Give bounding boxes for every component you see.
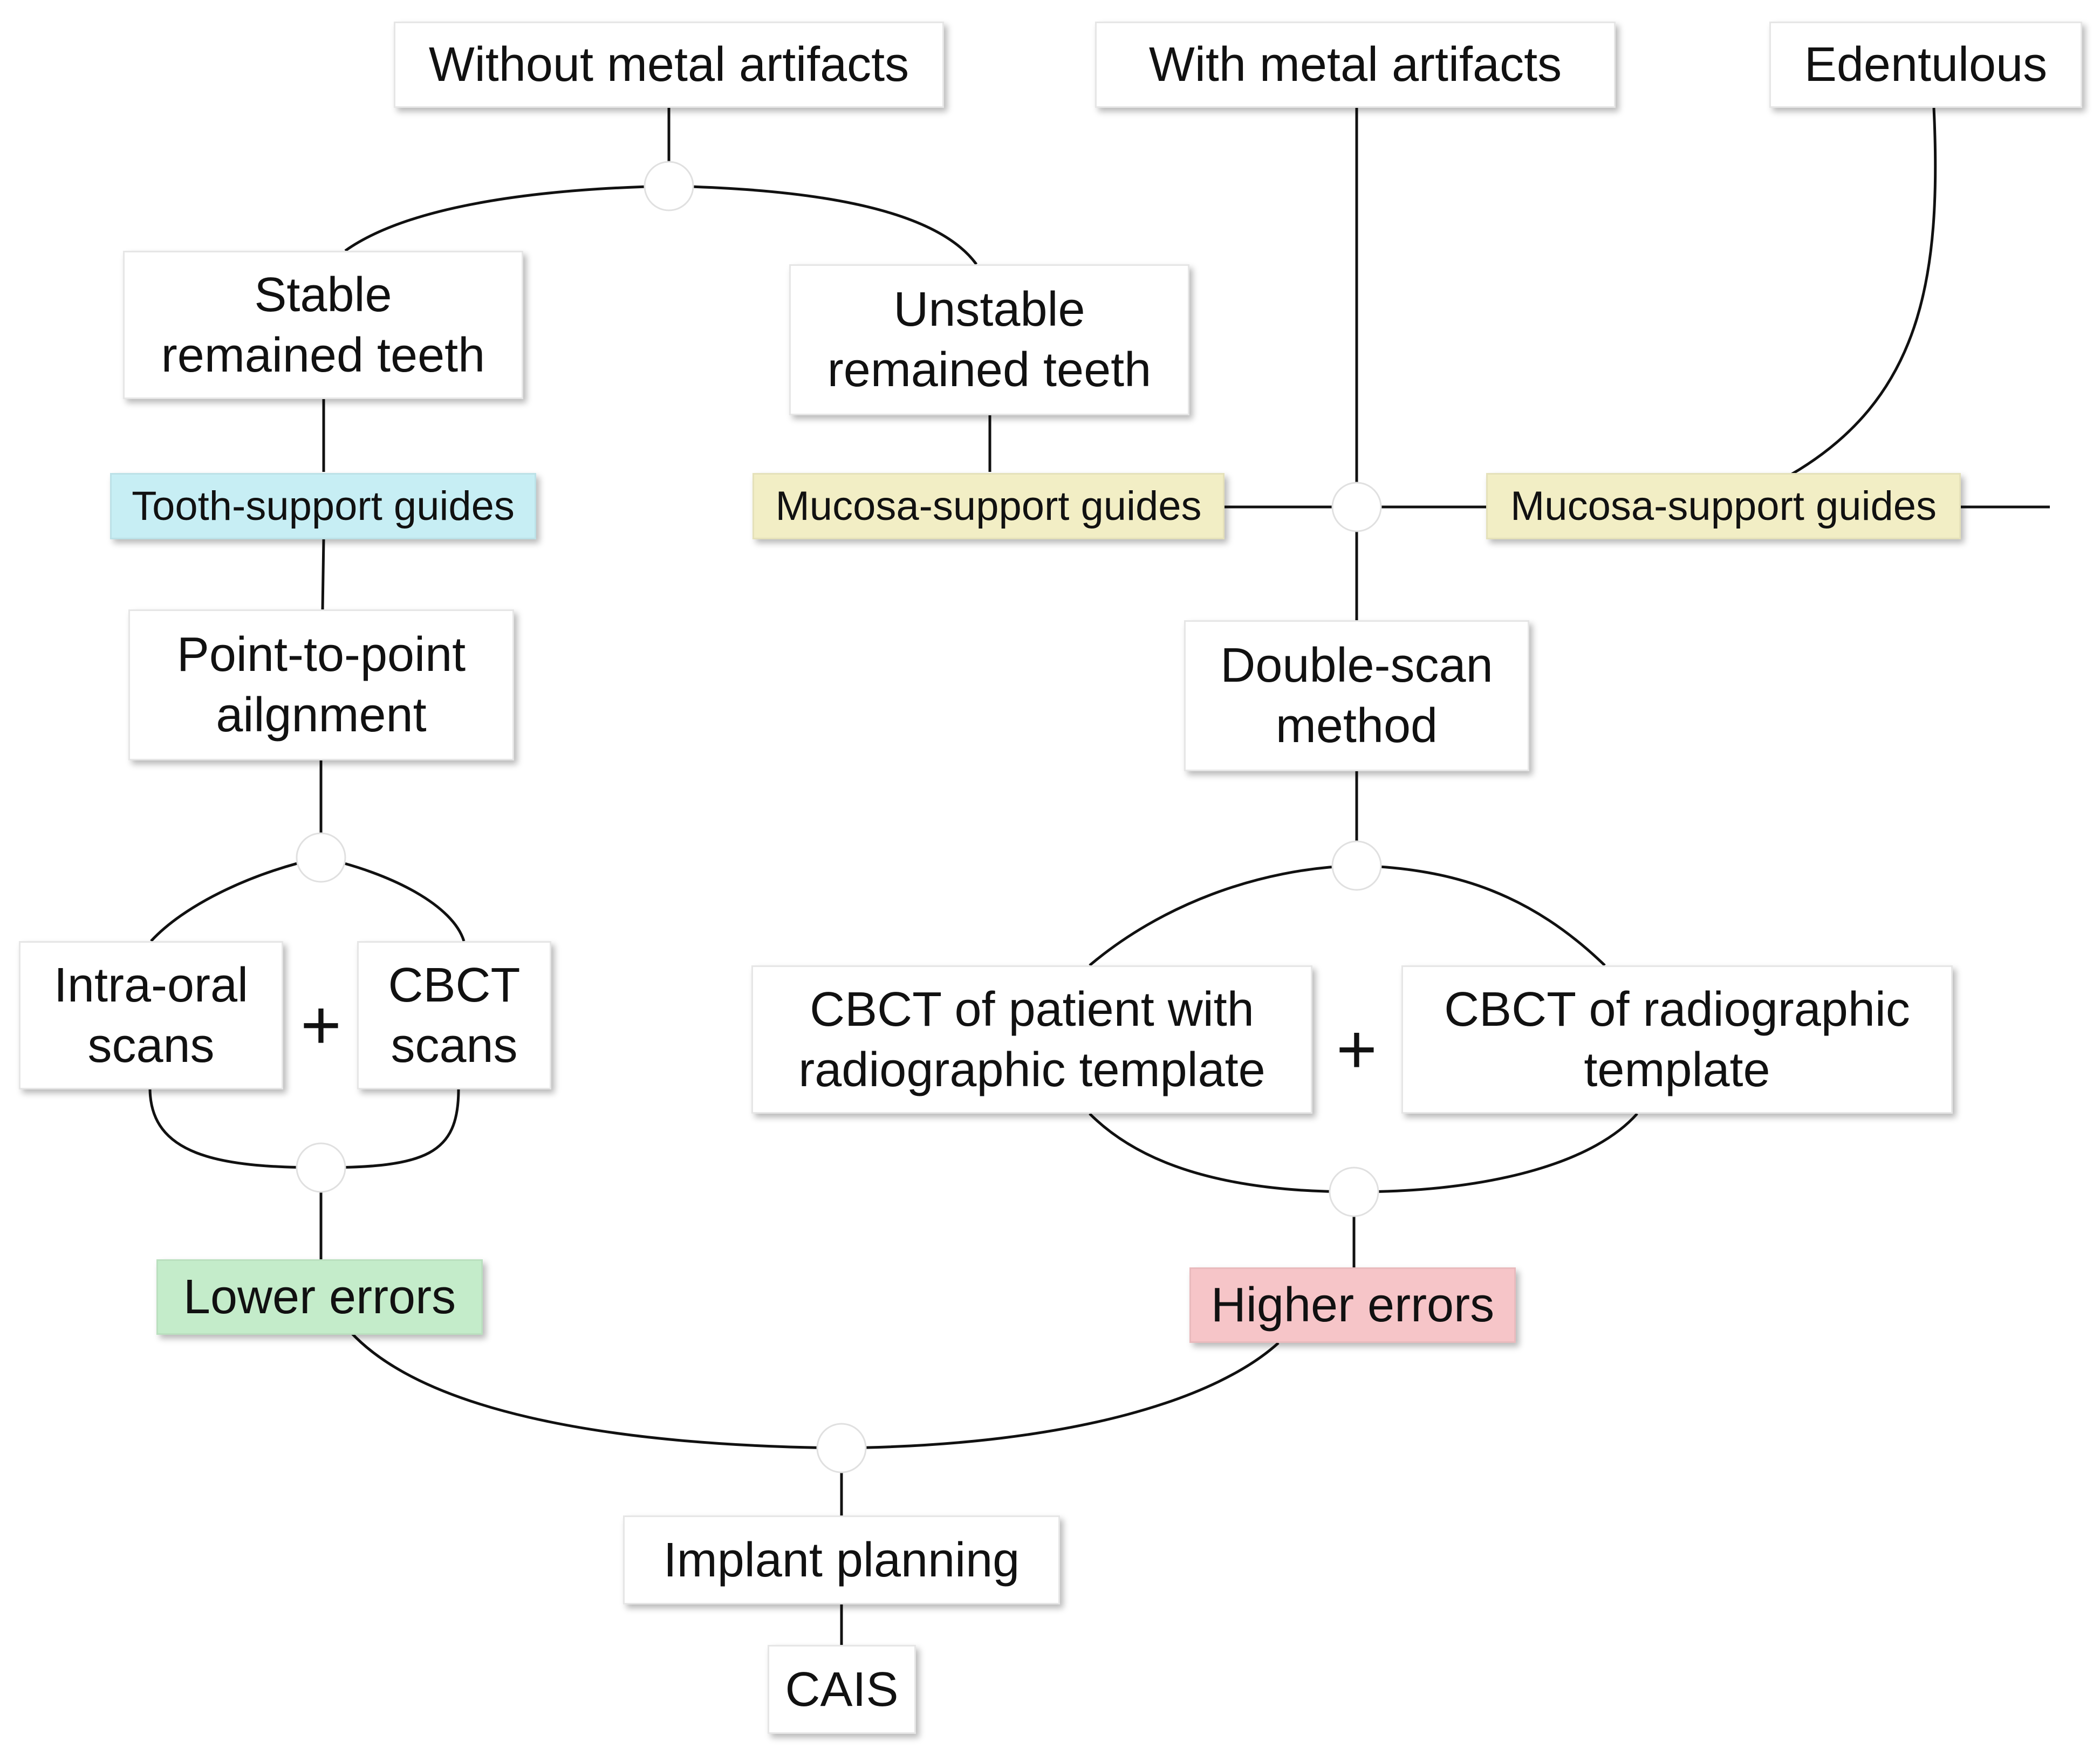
junction-dot (816, 1423, 867, 1473)
junction-dot (1331, 482, 1382, 532)
node-without-metal-artifacts: Without metal artifacts (394, 22, 944, 108)
tag-mucosa-support-guides-left: Mucosa-support guides (753, 473, 1225, 539)
tag-higher-errors: Higher errors (1189, 1267, 1516, 1343)
junction-dot (1331, 840, 1382, 891)
node-label: Point-to-point ailgnment (176, 628, 466, 742)
node-edentulous: Edentulous (1769, 22, 2082, 108)
node-implant-planning: Implant planning (623, 1515, 1060, 1604)
connector (321, 539, 325, 610)
junction-dot (644, 161, 694, 211)
tag-mucosa-support-guides-right: Mucosa-support guides (1486, 473, 1961, 539)
node-label: Double-scan method (1220, 639, 1493, 753)
node-label: With metal artifacts (1148, 38, 1562, 92)
node-label: Edentulous (1804, 38, 2048, 92)
tag-lower-errors: Lower errors (156, 1259, 483, 1335)
junction-dot (296, 832, 346, 883)
tag-tooth-support-guides: Tooth-support guides (110, 473, 536, 539)
node-double-scan-method: Double-scan method (1184, 620, 1529, 771)
plus-sign-left: + (300, 985, 341, 1064)
junction-dot (1329, 1167, 1379, 1217)
connector (1790, 107, 1937, 476)
node-point-to-point-alignment: Point-to-point ailgnment (128, 609, 514, 760)
node-label: Without metal artifacts (428, 38, 909, 92)
node-label: CBCT of radiographic template (1444, 982, 1910, 1097)
node-label: Unstable remained teeth (827, 283, 1152, 397)
tag-label: Higher errors (1210, 1278, 1495, 1332)
node-cbct-patient-with-template: CBCT of patient with radiographic templa… (751, 965, 1312, 1114)
node-intra-oral-scans: Intra-oral scans (19, 941, 283, 1089)
connector (350, 1331, 1280, 1450)
node-label: CAIS (785, 1662, 899, 1717)
tag-label: Lower errors (183, 1270, 456, 1324)
node-unstable-remained-teeth: Unstable remained teeth (789, 264, 1189, 415)
tag-label: Mucosa-support guides (775, 483, 1202, 529)
plus-sign-right: + (1336, 1010, 1377, 1088)
node-label: Intra-oral scans (53, 958, 249, 1073)
node-label: Implant planning (663, 1533, 1020, 1587)
node-label: CBCT scans (388, 958, 521, 1073)
junction-dot (296, 1142, 346, 1193)
node-cais: CAIS (768, 1645, 916, 1734)
node-cbct-scans: CBCT scans (357, 941, 551, 1089)
tag-label: Mucosa-support guides (1510, 483, 1937, 529)
node-cbct-radiographic-template: CBCT of radiographic template (1401, 965, 1953, 1114)
node-with-metal-artifacts: With metal artifacts (1095, 22, 1616, 108)
node-stable-remained-teeth: Stable remained teeth (123, 251, 523, 399)
node-label: Stable remained teeth (161, 268, 485, 382)
node-label: CBCT of patient with radiographic templa… (798, 982, 1266, 1097)
tag-label: Tooth-support guides (132, 483, 515, 529)
